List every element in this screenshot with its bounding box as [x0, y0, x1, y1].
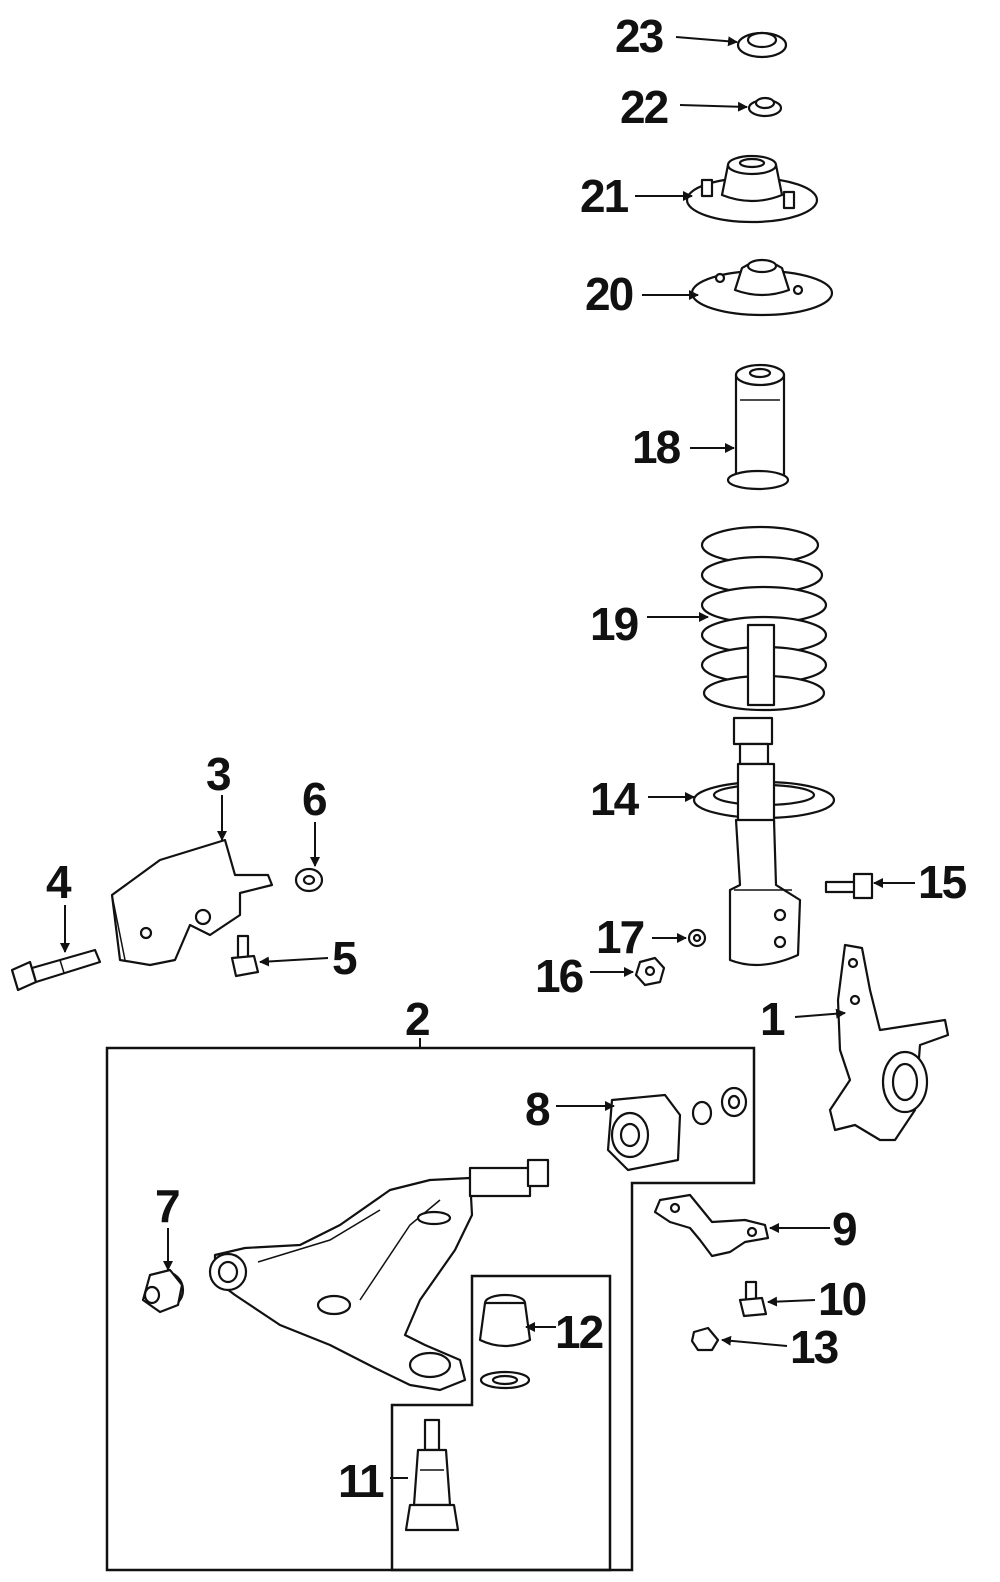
callout-1: 1 — [760, 993, 846, 1045]
callout-2-label: 2 — [405, 993, 429, 1045]
callout-13: 13 — [721, 1321, 840, 1373]
callout-18: 18 — [632, 421, 735, 473]
callout-16-label: 16 — [535, 950, 583, 1002]
part-18-dust-boot[interactable] — [726, 363, 790, 491]
callout-23: 23 — [615, 10, 738, 62]
callout-10: 10 — [767, 1273, 868, 1325]
callout-6-label: 6 — [302, 773, 326, 825]
part-7-bushing[interactable] — [141, 1268, 185, 1314]
callout-21-label: 21 — [580, 170, 629, 222]
callout-8-label: 8 — [525, 1083, 550, 1135]
callout-12-box — [390, 1274, 612, 1572]
callout-22: 22 — [620, 81, 748, 133]
callout-22-label: 22 — [620, 81, 668, 133]
part-12-ball-joint-boot[interactable] — [478, 1293, 532, 1390]
part-14-strut-assembly[interactable] — [692, 716, 836, 967]
part-10-bolt[interactable] — [738, 1280, 768, 1318]
callout-16: 16 — [535, 950, 634, 1002]
callout-14: 14 — [590, 773, 695, 825]
part-15-strut-bolt[interactable] — [824, 872, 874, 900]
part-4-bolt[interactable] — [10, 948, 102, 992]
callout-7: 7 — [155, 1180, 181, 1271]
callout-19-label: 19 — [590, 598, 638, 650]
callout-18-label: 18 — [632, 421, 681, 473]
callout-21: 21 — [580, 170, 693, 222]
part-5-flange-bolt[interactable] — [230, 934, 260, 978]
part-control-arm[interactable] — [208, 1158, 550, 1392]
callout-11-label: 11 — [338, 1455, 384, 1507]
callout-5-label: 5 — [332, 932, 357, 984]
callout-10-label: 10 — [818, 1273, 866, 1325]
part-8-front-bushing[interactable] — [606, 1086, 748, 1172]
part-9-stabilizer-bracket[interactable] — [653, 1193, 770, 1258]
part-22-nut[interactable] — [747, 96, 783, 118]
part-11-ball-joint[interactable] — [404, 1418, 460, 1532]
callout-11: 11 — [338, 1455, 408, 1507]
callout-14-label: 14 — [590, 773, 640, 825]
callout-3: 3 — [206, 748, 232, 841]
callout-20-label: 20 — [585, 268, 633, 320]
callout-6: 6 — [302, 773, 328, 867]
callout-20: 20 — [585, 268, 699, 320]
callout-4: 4 — [46, 856, 74, 953]
callout-9-label: 9 — [832, 1203, 856, 1255]
part-20-upper-spring-seat[interactable] — [690, 258, 834, 317]
part-23-strut-cap[interactable] — [736, 31, 788, 59]
callout-13-label: 13 — [790, 1321, 838, 1373]
callout-19: 19 — [590, 598, 709, 650]
callout-8: 8 — [525, 1083, 615, 1135]
callout-2: 2 — [405, 993, 431, 1048]
callout-12: 12 — [525, 1306, 605, 1358]
part-13-nut[interactable] — [690, 1326, 720, 1352]
part-6-nut[interactable] — [294, 867, 324, 893]
part-21-strut-mount[interactable] — [685, 154, 819, 224]
part-1-steering-knuckle[interactable] — [828, 943, 950, 1142]
callout-3-label: 3 — [206, 748, 230, 800]
assembly-2-outline — [105, 1046, 756, 1572]
part-16-nut[interactable] — [634, 956, 666, 987]
callout-12-label: 12 — [555, 1306, 603, 1358]
callout-4-label: 4 — [46, 856, 72, 908]
callout-17-label: 17 — [596, 911, 644, 963]
part-17-nut[interactable] — [687, 928, 707, 948]
callout-15-label: 15 — [918, 856, 967, 908]
callout-9: 9 — [769, 1203, 858, 1255]
part-3-crossmember-bracket[interactable] — [110, 838, 274, 967]
part-19-coil-spring[interactable] — [700, 525, 828, 712]
callout-23-label: 23 — [615, 10, 663, 62]
callout-1-label: 1 — [760, 993, 785, 1045]
callout-15: 15 — [873, 856, 969, 908]
callout-5: 5 — [259, 932, 359, 984]
callout-7-label: 7 — [155, 1180, 179, 1232]
callout-17: 17 — [596, 911, 687, 963]
